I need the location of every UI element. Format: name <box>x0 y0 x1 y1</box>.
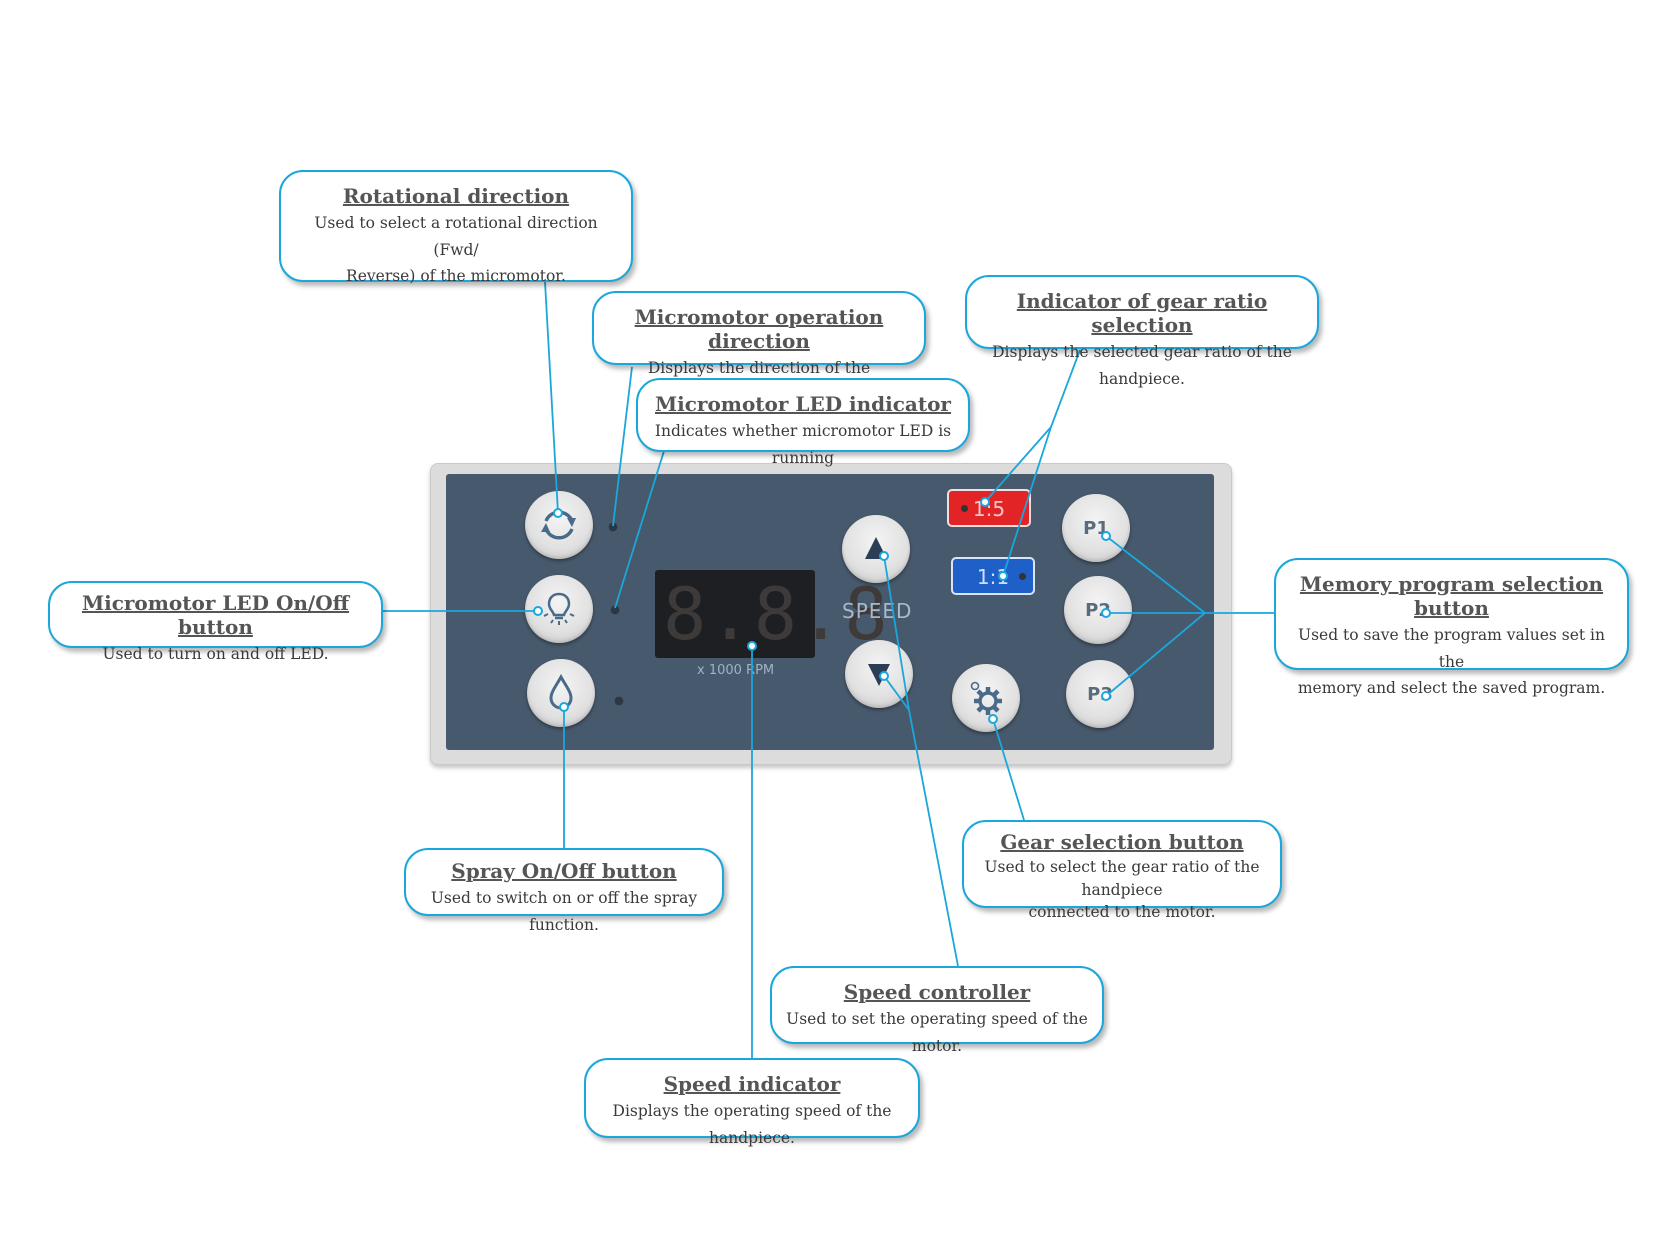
arrow-up-icon <box>865 537 887 559</box>
speed-up-button[interactable] <box>842 515 910 583</box>
program-button-p3[interactable]: P3 <box>1066 660 1134 728</box>
p1-label: P1 <box>1083 517 1109 539</box>
callout-title: Memory program selection button <box>1299 572 1604 620</box>
callout-description: Used to set the operating speed of the m… <box>786 1010 1088 1055</box>
speed-display: 8.8.8 <box>655 570 888 658</box>
callout-title: Gear selection button <box>1000 830 1244 854</box>
callout-description: Used to save the program values set in t… <box>1298 626 1605 671</box>
callout-description: connected to the motor. <box>1028 903 1216 921</box>
rotational-direction-button[interactable] <box>525 491 593 559</box>
callout-rotational-direction: Rotational direction Used to select a ro… <box>279 170 633 285</box>
callout-description: Used to turn on and off LED. <box>102 645 329 663</box>
callout-speed-indicator: Speed indicator Displays the operating s… <box>584 1058 920 1147</box>
display-unit-label: x 1000 RPM <box>697 663 775 678</box>
operation-direction-led <box>609 523 617 531</box>
rotation-arrows-icon <box>541 510 576 540</box>
program-button-p2[interactable]: P2 <box>1064 576 1132 644</box>
callout-title: Rotational direction <box>342 184 570 208</box>
spray-led <box>615 697 623 705</box>
callout-description: Used to switch on or off the spray funct… <box>430 889 698 934</box>
callout-gear-selection: Gear selection button Used to select the… <box>962 820 1282 921</box>
gear-selection-button[interactable] <box>952 664 1020 732</box>
program-button-p1[interactable]: P1 <box>1062 494 1130 562</box>
gear-icon <box>970 681 1002 715</box>
callout-title: Speed controller <box>843 980 1031 1004</box>
ratio-led <box>1019 573 1026 580</box>
p3-label: P3 <box>1087 683 1113 705</box>
callout-title: Micromotor LED On/Off button <box>81 591 350 639</box>
callout-title: Indicator of gear ratio selection <box>1016 289 1268 337</box>
arrow-down-icon <box>868 664 890 686</box>
callout-description: Displays the selected gear ratio of the … <box>992 343 1292 388</box>
callout-micromotor-led-button: Micromotor LED On/Off button Used to tur… <box>48 581 383 663</box>
callout-description: Used to select the gear ratio of the han… <box>984 858 1260 899</box>
ratio-led <box>961 505 968 512</box>
callout-description: Reverse) of the micromotor. <box>346 267 566 285</box>
speed-label: SPEED <box>842 599 913 623</box>
led-bulb-icon <box>543 592 575 625</box>
micromotor-led-button[interactable] <box>525 575 593 643</box>
callout-title: Spray On/Off button <box>451 859 677 883</box>
callout-speed-controller: Speed controller Used to set the operati… <box>770 966 1104 1055</box>
ratio-blue-label: 1:1 <box>976 565 1010 589</box>
callout-title: Micromotor LED indicator <box>655 392 951 416</box>
speed-down-button[interactable] <box>845 640 913 708</box>
callout-micromotor-operation-direction: Micromotor operation direction Displays … <box>592 291 926 404</box>
p2-label: P2 <box>1085 599 1111 621</box>
water-drop-icon <box>549 673 573 710</box>
callout-description: Indicates whether micromotor LED is runn… <box>654 422 952 467</box>
callout-micromotor-led-indicator: Micromotor LED indicator Indicates wheth… <box>636 378 970 467</box>
spray-button[interactable] <box>527 659 595 727</box>
micromotor-led-indicator <box>611 606 619 614</box>
callout-spray-button: Spray On/Off button Used to switch on or… <box>404 848 724 934</box>
callout-description: Displays the operating speed of the hand… <box>612 1102 892 1147</box>
gear-ratio-1-5-indicator: 1:5 <box>947 489 1031 527</box>
callout-description: memory and select the saved program. <box>1297 679 1606 697</box>
gear-ratio-1-1-indicator: 1:1 <box>951 557 1035 595</box>
callout-description: Used to select a rotational direction (F… <box>314 214 598 259</box>
speed-digits: 8.8.8 <box>663 572 890 656</box>
callout-title: Speed indicator <box>663 1072 841 1096</box>
callout-memory-program: Memory program selection button Used to … <box>1274 558 1629 697</box>
callout-indicator-gear-ratio: Indicator of gear ratio selection Displa… <box>965 275 1319 388</box>
ratio-red-label: 1:5 <box>972 497 1006 521</box>
callout-title: Micromotor operation direction <box>634 305 884 353</box>
